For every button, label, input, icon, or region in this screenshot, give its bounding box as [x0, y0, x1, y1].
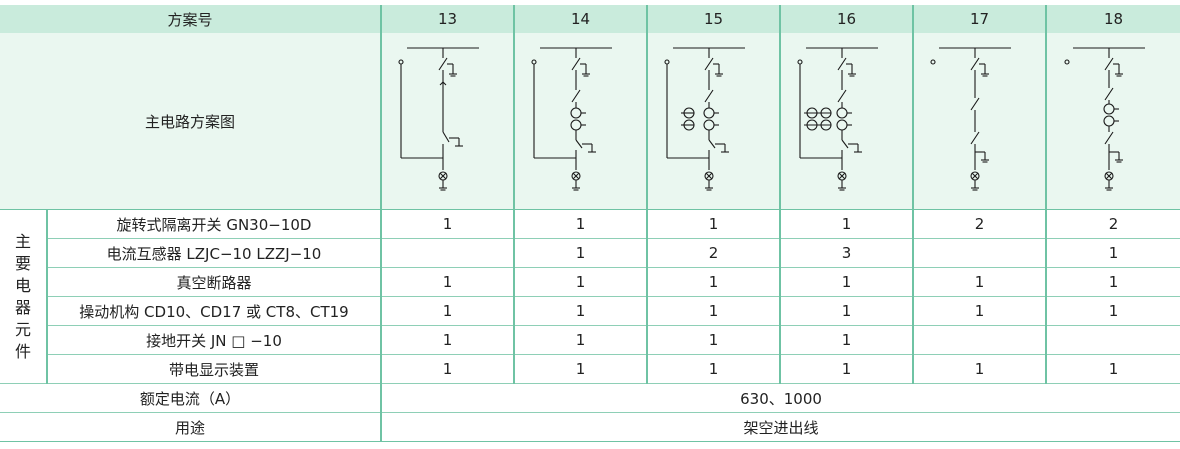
component-qty: 1 — [1045, 354, 1180, 384]
component-qty: 3 — [779, 238, 914, 268]
component-qty: 1 — [513, 209, 648, 239]
table-row: 主 要 电 器 元 件 旋转式隔离开关 GN30−10D 1 1 1 1 2 2 — [0, 209, 1180, 384]
group-label-char: 要 — [14, 253, 31, 273]
component-qty: 2 — [646, 238, 781, 268]
table-row: 带电显示装置 1 1 1 1 1 1 — [0, 354, 1180, 384]
component-qty: 1 — [513, 354, 648, 384]
table-row: 接地开关 JN □ −10 1 1 1 1 — [0, 325, 1180, 355]
component-name: 电流互感器 LZJC−10 LZZJ−10 — [45, 238, 382, 268]
scheme-17-diagram — [912, 33, 1047, 210]
scheme-number-label: 方案号 — [0, 5, 382, 33]
component-name: 接地开关 JN □ −10 — [45, 325, 382, 355]
component-qty: 1 — [380, 354, 515, 384]
component-qty: 1 — [1045, 296, 1180, 326]
main-components-group-label: 主 要 电 器 元 件 — [0, 209, 47, 384]
component-qty: 1 — [646, 354, 781, 384]
component-qty: 1 — [380, 325, 515, 355]
component-qty: 1 — [1045, 267, 1180, 297]
usage-value: 架空进出线 — [380, 412, 1180, 442]
group-label-char: 件 — [14, 341, 31, 361]
scheme-18-circuit-icon — [1063, 47, 1145, 191]
component-qty: 1 — [380, 267, 515, 297]
scheme-14-header: 14 — [513, 5, 648, 33]
component-qty: 1 — [646, 209, 781, 239]
component-qty: 1 — [912, 354, 1047, 384]
scheme-16-header: 16 — [779, 5, 914, 33]
scheme-15-circuit-icon — [663, 47, 745, 191]
usage-label: 用途 — [0, 412, 382, 442]
group-label-char: 元 — [14, 319, 31, 339]
component-qty — [912, 325, 1047, 355]
rated-current-value: 630、1000 — [380, 383, 1180, 413]
component-qty: 1 — [779, 267, 914, 297]
component-qty: 1 — [646, 296, 781, 326]
component-qty: 1 — [513, 267, 648, 297]
component-qty: 1 — [380, 296, 515, 326]
usage-row: 用途 架空进出线 — [0, 412, 1180, 442]
scheme-17-header: 17 — [912, 5, 1047, 33]
component-qty: 1 — [513, 325, 648, 355]
component-qty: 1 — [912, 267, 1047, 297]
rated-current-label: 额定电流（A） — [0, 383, 382, 413]
component-qty: 1 — [779, 296, 914, 326]
scheme-14-circuit-icon — [530, 47, 612, 191]
component-qty: 1 — [646, 267, 781, 297]
component-qty: 2 — [912, 209, 1047, 239]
component-qty: 1 — [779, 325, 914, 355]
scheme-number-row: 方案号 13 14 15 16 17 18 — [0, 5, 1180, 33]
table-row: 操动机构 CD10、CD17 或 CT8、CT19 1 1 1 1 1 1 — [0, 296, 1180, 326]
component-name: 真空断路器 — [45, 267, 382, 297]
group-label-char: 电 — [14, 275, 31, 295]
component-qty — [380, 238, 515, 268]
scheme-14-diagram — [513, 33, 648, 210]
circuit-diagram-label: 主电路方案图 — [0, 33, 382, 210]
group-label-char: 器 — [14, 297, 31, 317]
component-qty: 1 — [912, 296, 1047, 326]
component-qty: 1 — [513, 296, 648, 326]
circuit-diagram-row: 主电路方案图 — [0, 33, 1180, 210]
scheme-17-circuit-icon — [929, 47, 1011, 191]
component-name: 带电显示装置 — [45, 354, 382, 384]
scheme-15-diagram — [646, 33, 781, 210]
scheme-18-header: 18 — [1045, 5, 1180, 33]
component-qty — [912, 238, 1047, 268]
component-qty: 1 — [779, 354, 914, 384]
scheme-16-diagram — [779, 33, 914, 210]
component-qty: 1 — [779, 209, 914, 239]
scheme-16-circuit-icon — [796, 47, 878, 191]
scheme-13-diagram — [380, 33, 515, 210]
component-qty: 1 — [380, 209, 515, 239]
component-name: 旋转式隔离开关 GN30−10D — [45, 209, 382, 239]
table-row: 真空断路器 1 1 1 1 1 1 — [0, 267, 1180, 297]
component-qty: 2 — [1045, 209, 1180, 239]
component-qty: 1 — [1045, 238, 1180, 268]
table-row: 电流互感器 LZJC−10 LZZJ−10 1 2 3 1 — [0, 238, 1180, 268]
scheme-18-diagram — [1045, 33, 1180, 210]
component-qty: 1 — [513, 238, 648, 268]
component-qty: 1 — [646, 325, 781, 355]
scheme-13-circuit-icon — [397, 47, 479, 191]
scheme-table: 方案号 13 14 15 16 17 18 主电路方案图 — [0, 5, 1180, 442]
group-label-char: 主 — [14, 231, 31, 251]
component-name: 操动机构 CD10、CD17 或 CT8、CT19 — [45, 296, 382, 326]
rated-current-row: 额定电流（A） 630、1000 — [0, 383, 1180, 413]
component-qty — [1045, 325, 1180, 355]
scheme-13-header: 13 — [380, 5, 515, 33]
scheme-15-header: 15 — [646, 5, 781, 33]
